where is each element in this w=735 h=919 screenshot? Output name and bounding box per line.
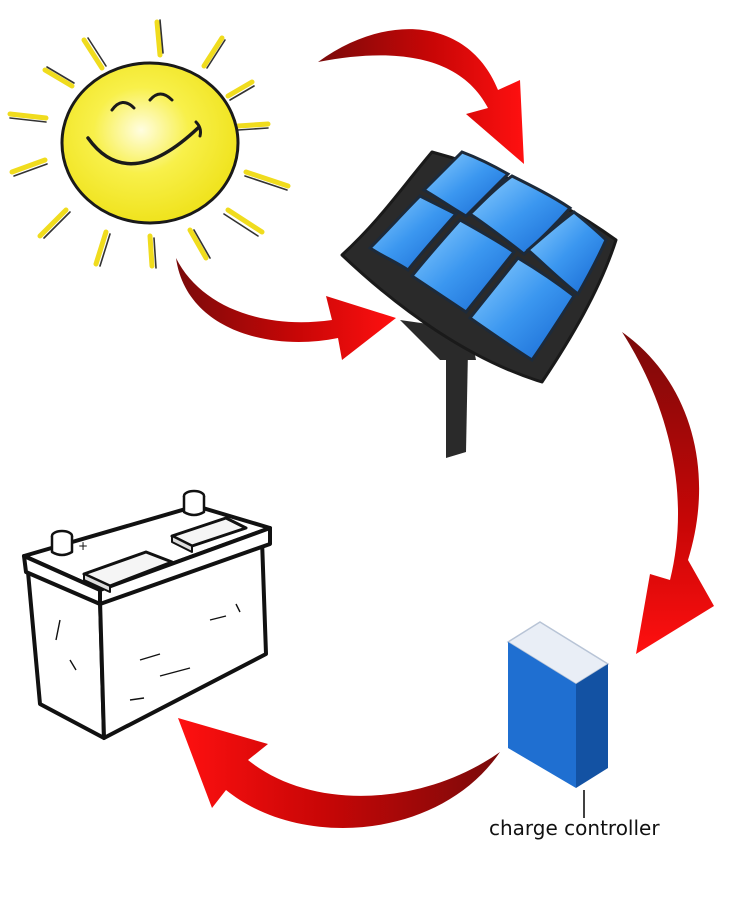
solar-panel-icon (340, 150, 618, 458)
charge-controller-icon (506, 621, 610, 788)
flow-arrow-icon (622, 332, 714, 654)
flow-arrow-icon (178, 718, 500, 828)
svg-text:+: + (78, 539, 88, 553)
charge-controller-label: charge controller (489, 816, 660, 840)
flow-arrow-icon (176, 258, 396, 360)
sun-icon (7, 19, 291, 269)
flow-arrow-icon (318, 29, 524, 164)
car-battery-icon: + (22, 489, 272, 740)
